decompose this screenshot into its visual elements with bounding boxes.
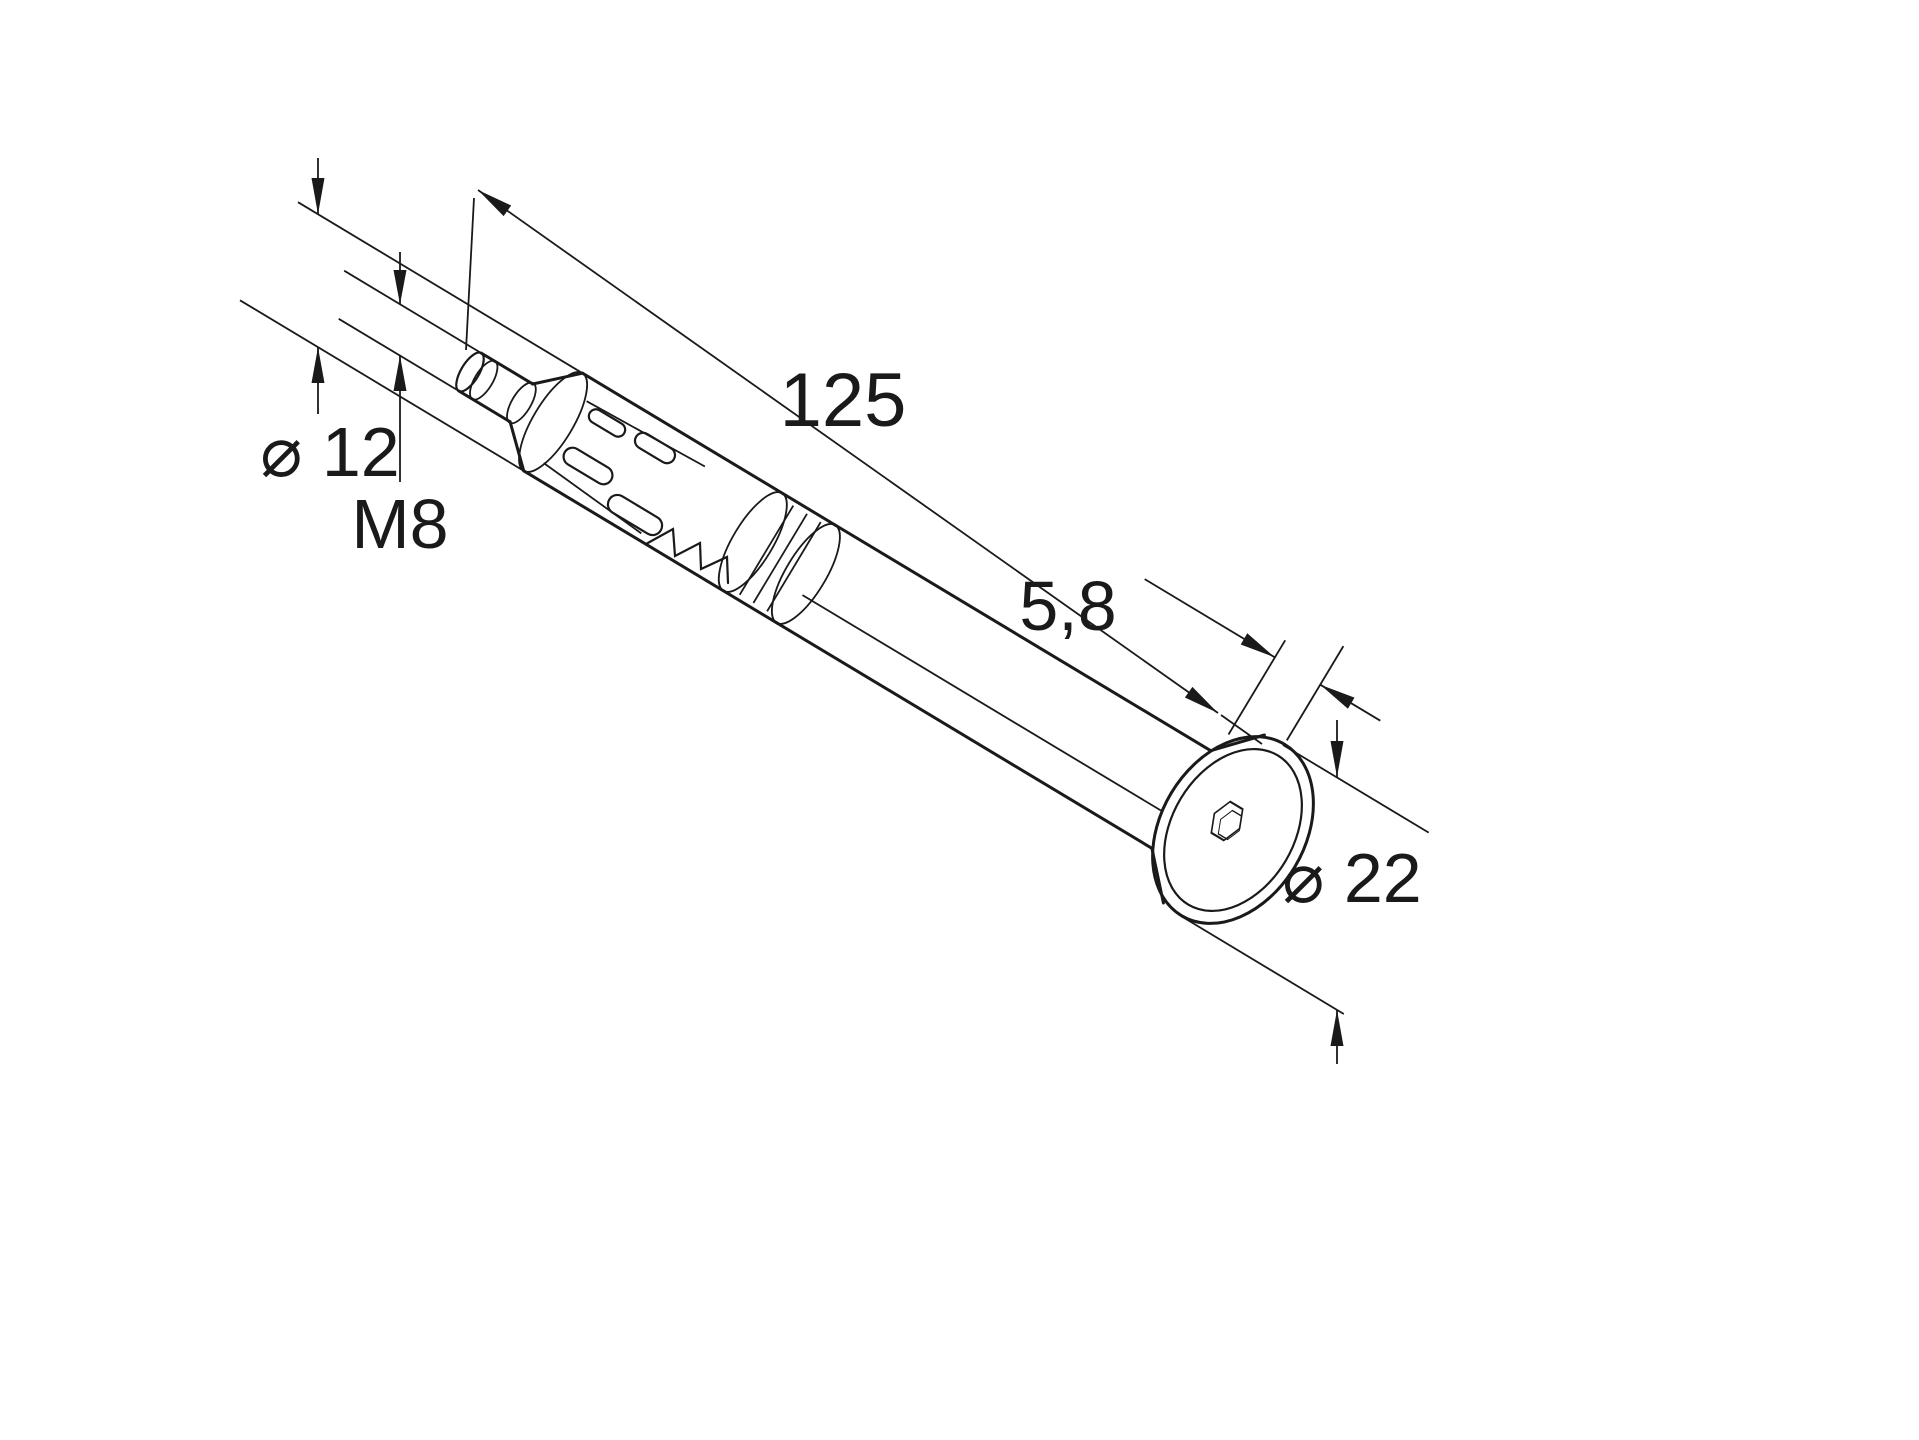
dimension-thread: M8 [338, 252, 482, 563]
head-height-label: 5,8 [1019, 567, 1116, 645]
hex-socket-icon [1210, 800, 1244, 842]
dimension-overall-length: 125 [465, 189, 1263, 745]
sleeve-crimp-ring [738, 505, 822, 612]
head-diameter-label: ⌀ 22 [1282, 839, 1421, 917]
expansion-sleeve [522, 371, 841, 625]
bolt-shaft [775, 523, 1213, 850]
dimension-annotations: 125 ⌀ 12 M8 [239, 158, 1430, 1064]
sleeve-diameter-label: ⌀ 12 [260, 413, 399, 491]
bolt-collar-cone [508, 371, 588, 473]
overall-length-label: 125 [780, 358, 907, 443]
sleeve-slots [562, 408, 677, 537]
dimension-head-diameter: ⌀ 22 [1180, 720, 1430, 1064]
dimension-head-height: 5,8 [1019, 567, 1381, 741]
bolt-head [1150, 733, 1315, 925]
thread-label: M8 [351, 485, 448, 563]
anchor-bolt [455, 351, 1315, 925]
sleeve-expansion-cuts [644, 527, 730, 585]
head-inner-rim [1163, 747, 1303, 913]
bolt-thread-tip [455, 351, 537, 425]
dimension-sleeve-diameter: ⌀ 12 [239, 158, 583, 491]
